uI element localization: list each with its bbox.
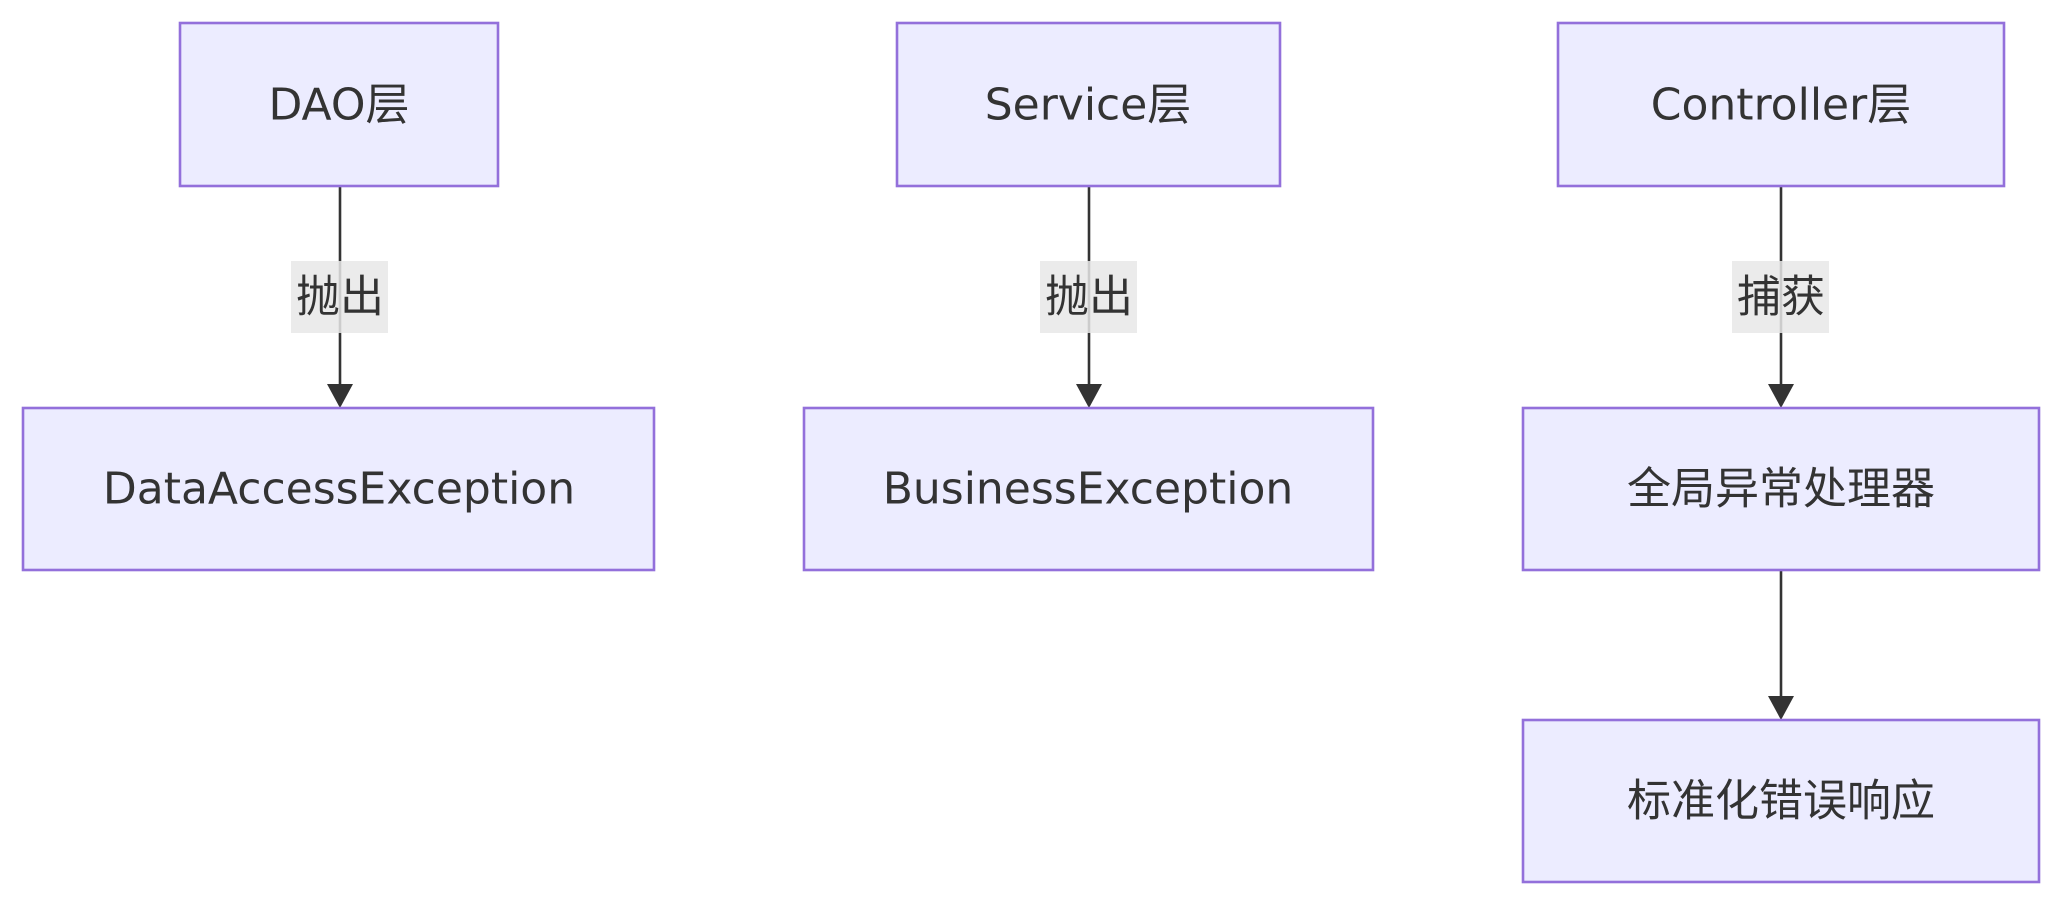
node-label: DataAccessException: [103, 464, 575, 515]
arrow-head-icon: [1768, 696, 1794, 720]
node-label: Service层: [985, 80, 1192, 131]
node-data-access-exception: DataAccessException: [21, 406, 656, 572]
edge-label-text: 抛出: [1045, 272, 1133, 323]
node-label: Controller层: [1651, 80, 1911, 131]
node-controller-layer: Controller层: [1556, 21, 2006, 188]
node-label: BusinessException: [883, 464, 1294, 515]
node-label: DAO层: [268, 80, 409, 131]
node-service-layer: Service层: [895, 21, 1282, 188]
arrow-head-icon: [327, 384, 353, 408]
edge-global-handler-to-standard-response: [1768, 571, 1794, 720]
edge-label-text: 捕获: [1737, 272, 1825, 323]
edge-label-text: 抛出: [296, 272, 384, 323]
edge-label-throw-service: 抛出: [1040, 261, 1137, 333]
edge-label-catch-controller: 捕获: [1732, 261, 1829, 333]
node-label: 标准化错误响应: [1627, 776, 1935, 827]
node-dao-layer: DAO层: [178, 21, 500, 188]
node-global-exception-handler: 全局异常处理器: [1521, 406, 2041, 572]
arrow-head-icon: [1768, 384, 1794, 408]
node-label: 全局异常处理器: [1627, 464, 1935, 515]
arrow-head-icon: [1076, 384, 1102, 408]
edge-label-throw-dao: 抛出: [291, 261, 388, 333]
node-business-exception: BusinessException: [802, 406, 1375, 572]
node-standard-error-response: 标准化错误响应: [1521, 718, 2041, 884]
